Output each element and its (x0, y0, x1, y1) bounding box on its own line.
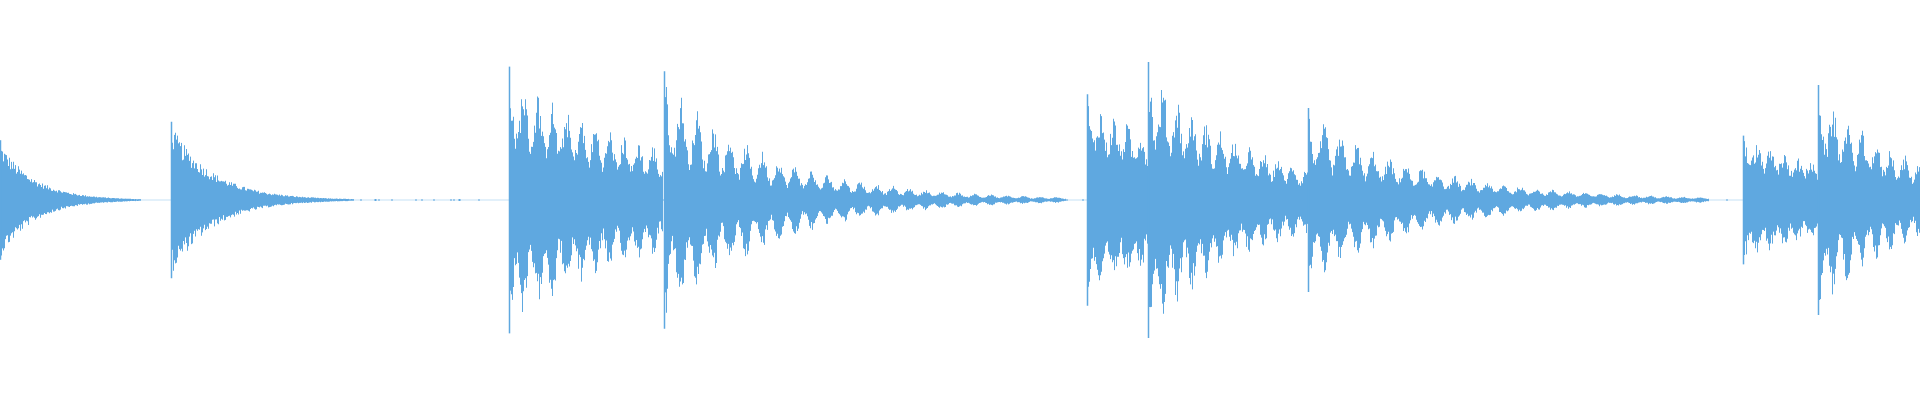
waveform-path (0, 86, 1920, 322)
waveform-samples (0, 62, 1920, 338)
